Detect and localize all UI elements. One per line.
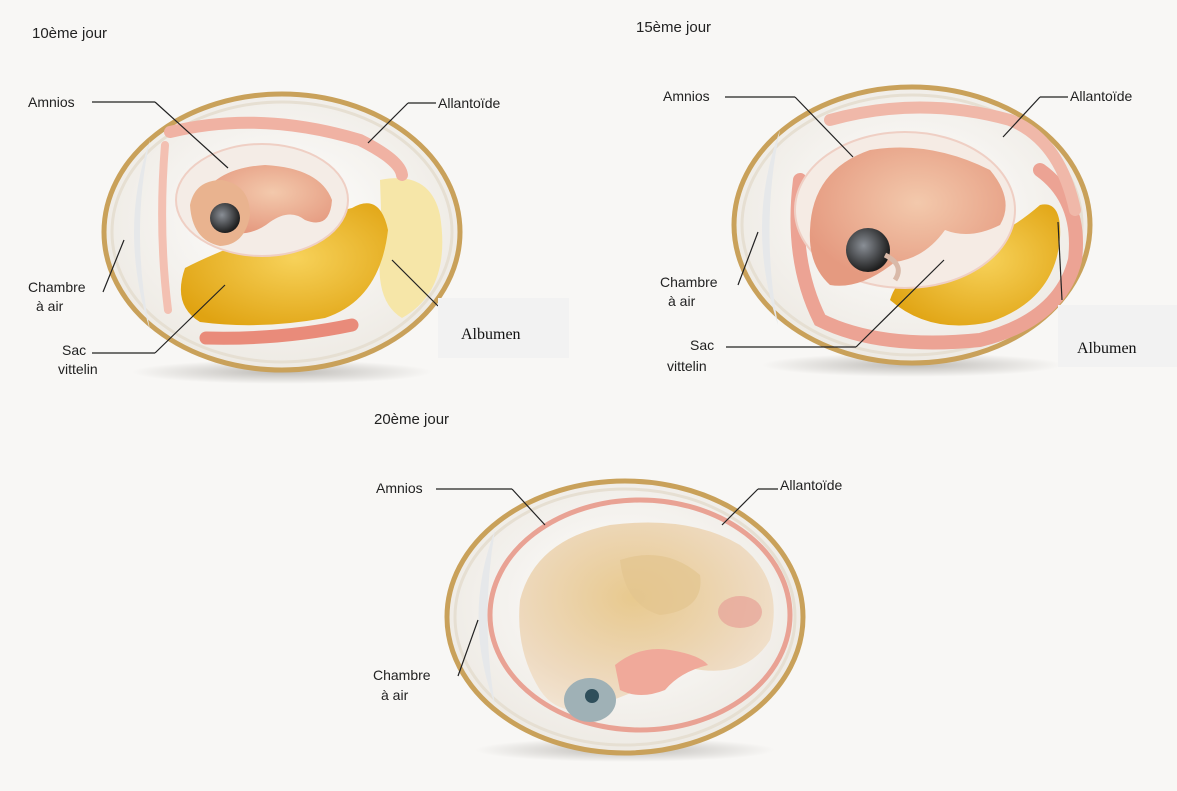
label-sac-line1: Sac xyxy=(62,342,86,358)
panel-title-day10: 10ème jour xyxy=(32,25,107,42)
embryo-eye xyxy=(846,228,890,272)
label-amnios: Amnios xyxy=(663,88,710,104)
label-allantoide: Allantoïde xyxy=(780,477,842,493)
label-chambre-line1: Chambre xyxy=(660,274,718,290)
label-sac-line2: vittelin xyxy=(58,361,98,377)
label-allantoide: Allantoïde xyxy=(1070,88,1132,104)
panel-title-day15: 15ème jour xyxy=(636,19,711,36)
albumen-label-box xyxy=(1058,305,1177,367)
label-albumen: Albumen xyxy=(461,326,521,343)
label-sac-line1: Sac xyxy=(690,337,714,353)
embryo-eye xyxy=(210,203,240,233)
label-albumen: Albumen xyxy=(1077,340,1137,357)
label-allantoide: Allantoïde xyxy=(438,95,500,111)
chick-eye xyxy=(585,689,599,703)
label-chambre-line1: Chambre xyxy=(28,279,86,295)
label-chambre-line1: Chambre xyxy=(373,667,431,683)
label-sac-line2: vittelin xyxy=(667,358,707,374)
label-amnios: Amnios xyxy=(376,480,423,496)
label-amnios: Amnios xyxy=(28,94,75,110)
chick-blush xyxy=(718,596,762,628)
label-chambre-line2: à air xyxy=(381,687,409,703)
label-chambre-line2: à air xyxy=(668,293,696,309)
label-chambre-line2: à air xyxy=(36,298,64,314)
panel-title-day20: 20ème jour xyxy=(374,411,449,428)
